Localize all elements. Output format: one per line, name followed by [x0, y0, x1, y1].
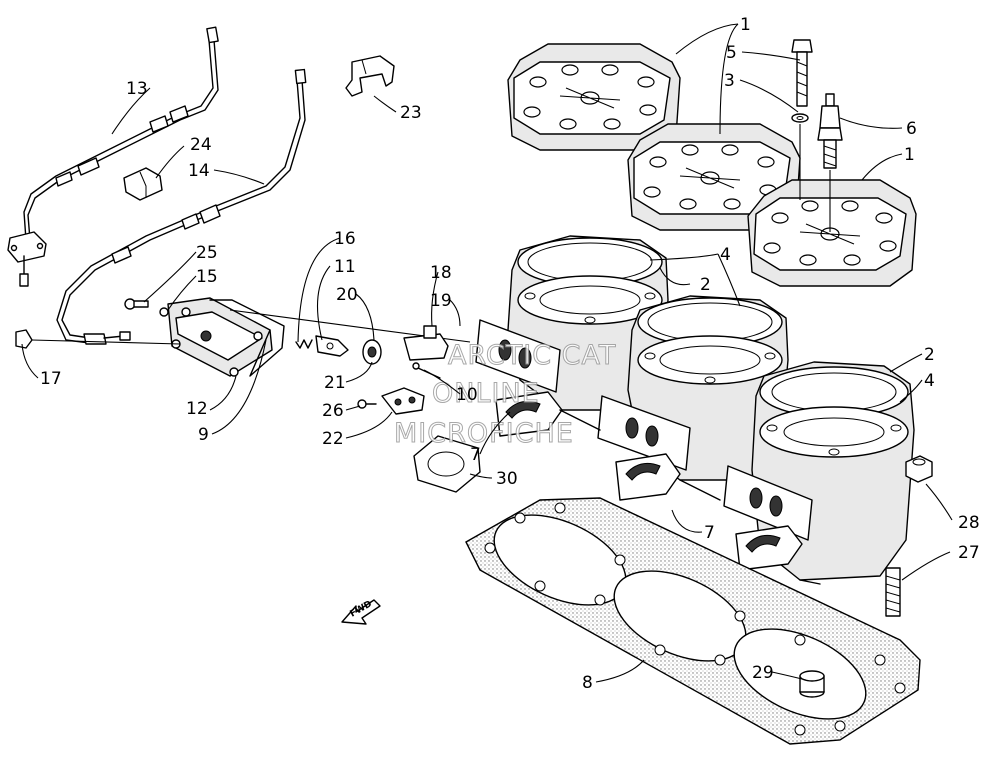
watermark: ARCTIC CAT ONLINE MICROFICHE	[394, 340, 616, 450]
intake-flange-2	[597, 395, 691, 471]
cylinder-head-1	[507, 43, 681, 151]
cylinder-head-2	[627, 123, 801, 231]
callout-26: 26	[322, 401, 344, 421]
clip-23	[345, 55, 395, 97]
callout-25: 25	[196, 243, 218, 263]
callout-18: 18	[430, 263, 452, 283]
callout-17: 17	[40, 369, 62, 389]
spark-plug-6	[817, 93, 843, 232]
callout-8: 8	[582, 673, 593, 693]
screw-17	[15, 329, 181, 349]
valve-11	[315, 335, 349, 357]
callout-19: 19	[430, 291, 452, 311]
exhaust-port-2	[615, 453, 681, 501]
callout-6: 6	[906, 119, 917, 139]
cable-13	[7, 26, 219, 287]
callout-15: 15	[196, 267, 218, 287]
callout-12: 12	[186, 399, 208, 419]
callout-1a: 1	[740, 15, 751, 35]
callout-10: 10	[456, 385, 478, 405]
watermark-line-2: ONLINE	[432, 378, 540, 409]
cylinder-head-3	[747, 179, 917, 287]
callout-27: 27	[958, 543, 980, 563]
stud-27	[885, 567, 901, 617]
callout-4a: 4	[720, 245, 731, 265]
callout-3: 3	[724, 71, 735, 91]
leader-lines	[21, 23, 953, 683]
callout-labels: 1 1 2 2 3 4 4 5 6 7 7 8 9 10 11 12 13 14…	[40, 15, 980, 693]
callout-14: 14	[188, 161, 210, 181]
callout-7a: 7	[470, 445, 481, 465]
gasket-9	[209, 299, 285, 377]
callout-23: 23	[400, 103, 422, 123]
callout-13: 13	[126, 79, 148, 99]
nut-28	[905, 455, 933, 483]
screw-25	[124, 298, 149, 310]
forward-arrow-icon: FWD	[341, 599, 381, 625]
watermark-line-3: MICROFICHE	[394, 418, 574, 449]
callout-9: 9	[198, 425, 209, 445]
callout-30: 30	[496, 469, 518, 489]
exhaust-port-1	[495, 391, 563, 437]
callout-2b: 2	[924, 345, 935, 365]
callout-5: 5	[726, 43, 737, 63]
watermark-line-1: ARCTIC CAT	[448, 340, 616, 371]
screw-26	[357, 399, 377, 409]
cap-20	[362, 339, 382, 365]
callout-7b: 7	[704, 523, 715, 543]
gasket-30	[413, 435, 481, 493]
callout-21: 21	[324, 373, 346, 393]
washer-15	[159, 307, 169, 317]
valve-housing-12	[167, 297, 273, 377]
pin-10	[412, 362, 441, 379]
callout-4b: 4	[924, 371, 935, 391]
callout-16: 16	[334, 229, 356, 249]
intake-flange-1	[475, 319, 561, 393]
callout-2a: 2	[700, 275, 711, 295]
bolt-5	[791, 39, 813, 107]
cylinder-base	[559, 409, 821, 585]
callout-29: 29	[752, 663, 774, 683]
washer-3	[791, 113, 809, 200]
gasket-22	[381, 387, 425, 415]
callout-28: 28	[958, 513, 980, 533]
guide-18-19	[403, 325, 449, 361]
callout-20: 20	[336, 285, 358, 305]
bushing-24	[123, 167, 163, 201]
callout-22: 22	[322, 429, 344, 449]
callout-24: 24	[190, 135, 212, 155]
dowel-29	[799, 670, 825, 698]
callout-11: 11	[334, 257, 356, 277]
intake-flange-3	[723, 465, 813, 541]
callout-1b: 1	[904, 145, 915, 165]
spring-16	[295, 339, 313, 349]
